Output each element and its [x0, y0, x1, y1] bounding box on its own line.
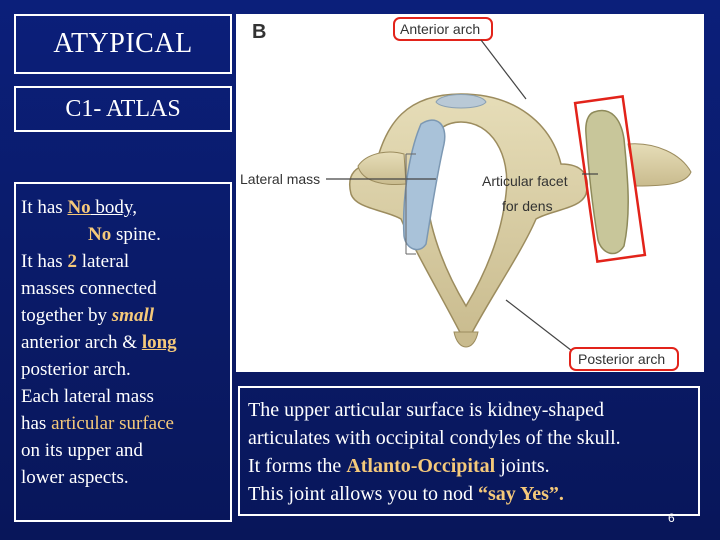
subtitle-box: C1- ATLAS	[14, 86, 232, 132]
left-articular-facet	[402, 119, 446, 251]
anterior-tubercle	[435, 94, 487, 109]
page-number: 6	[668, 511, 675, 525]
body-line-5: together by small	[21, 305, 154, 326]
title-box: ATYPICAL	[14, 14, 232, 74]
right-transverse-process	[627, 143, 692, 187]
right-articular-facet	[585, 109, 629, 255]
anterior-arch-label: Anterior arch	[400, 21, 480, 37]
say-yes-emphasis: “say Yes”.	[478, 483, 564, 505]
atlas-vertebra-illustration: B Anterior arch Lateral mass Articular f…	[236, 14, 704, 372]
panel-letter: B	[252, 21, 266, 43]
body-line-6: anterior arch & long	[21, 332, 177, 353]
caption-line-2: articulates with occipital condyles of t…	[248, 427, 621, 449]
long-emphasis: long	[141, 332, 177, 353]
body-line-2: No spine.	[88, 224, 161, 245]
posterior-arch-label: Posterior arch	[578, 351, 665, 367]
body-line-9: has articular surface	[21, 413, 174, 434]
slide-title: ATYPICAL	[53, 28, 193, 59]
articular-surface-emphasis: articular surface	[51, 413, 174, 434]
atlas-ring	[349, 93, 588, 346]
no-spine-emphasis: No	[88, 224, 112, 245]
body-line-11: lower aspects.	[21, 467, 129, 488]
body-line-8: Each lateral mass	[21, 386, 154, 407]
facet-highlight-frame	[573, 95, 647, 263]
description-box: It has No body, No spine. It has 2 later…	[14, 182, 232, 522]
posterior-tubercle	[453, 331, 479, 348]
lateral-mass-label: Lateral mass	[240, 171, 320, 187]
left-transverse-process	[357, 151, 407, 185]
body-line-1: It has No body,	[21, 197, 137, 218]
posterior-arch-leader	[505, 299, 577, 355]
articular-facet-label-1: Articular facet	[482, 173, 568, 189]
posterior-arch-label-frame	[569, 347, 679, 371]
no-body-emphasis: No	[67, 197, 91, 218]
small-emphasis: small	[111, 305, 154, 326]
body-line-10: on its upper and	[21, 440, 143, 461]
anterior-arch-label-frame	[393, 17, 493, 41]
body-line-4: masses connected	[21, 278, 157, 299]
two-emphasis: 2	[67, 251, 77, 272]
slide-subtitle: C1- ATLAS	[65, 95, 181, 122]
body-line-7: posterior arch.	[21, 359, 131, 380]
caption-line-4: This joint allows you to nod “say Yes”.	[248, 483, 564, 505]
caption-line-1: The upper articular surface is kidney-sh…	[248, 399, 604, 421]
articular-facet-label-2: for dens	[502, 198, 553, 214]
anterior-arch-leader	[480, 39, 527, 100]
body-line-3: It has 2 lateral	[21, 251, 130, 272]
atlanto-occipital-emphasis: Atlanto-Occipital	[346, 455, 496, 477]
caption-box: The upper articular surface is kidney-sh…	[238, 386, 700, 516]
caption-line-3: It forms the Atlanto-Occipital joints.	[248, 455, 550, 477]
